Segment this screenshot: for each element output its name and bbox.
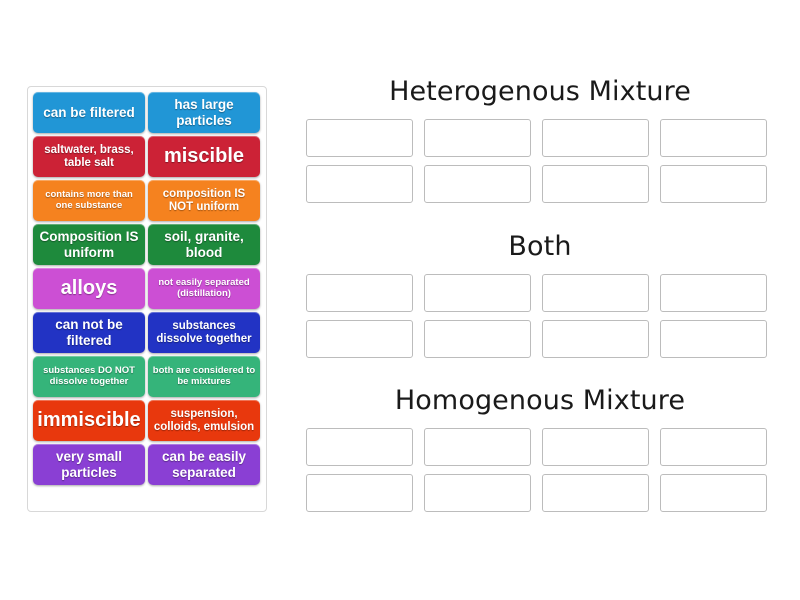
drop-slot[interactable] <box>306 165 413 203</box>
drop-slot[interactable] <box>660 320 767 358</box>
tile[interactable]: miscible <box>148 136 260 177</box>
drop-slot[interactable] <box>306 119 413 157</box>
drop-slot[interactable] <box>542 165 649 203</box>
drop-slot[interactable] <box>306 428 413 466</box>
tile-label: immiscible <box>37 409 141 432</box>
tile[interactable]: saltwater, brass, table salt <box>33 136 145 177</box>
tile-label: saltwater, brass, table salt <box>44 143 134 169</box>
drop-slot[interactable] <box>424 165 531 203</box>
drop-slot[interactable] <box>424 320 531 358</box>
group-homogenous-mixture: Homogenous Mixture <box>300 385 780 512</box>
tile[interactable]: soil, granite, blood <box>148 224 260 265</box>
tile[interactable]: Composition IS uniform <box>33 224 145 265</box>
drop-slot[interactable] <box>542 428 649 466</box>
drop-slot[interactable] <box>660 165 767 203</box>
drop-slot[interactable] <box>306 320 413 358</box>
tile[interactable]: not easily separated (distillation) <box>148 268 260 309</box>
drop-slot[interactable] <box>424 428 531 466</box>
drop-slot[interactable] <box>660 474 767 512</box>
tile-bank[interactable]: can be filtered has large particles saltwa… <box>27 86 267 512</box>
tile-label: alloys <box>60 277 118 300</box>
group-title-both: Both <box>508 231 572 262</box>
tile-label: suspension, colloids, emulsion <box>153 407 255 433</box>
tile-label: can not be filtered <box>55 317 123 348</box>
tile-label: miscible <box>163 145 245 168</box>
tile[interactable]: can be filtered <box>33 92 145 133</box>
tile[interactable]: very small particles <box>33 444 145 485</box>
tile[interactable]: alloys <box>33 268 145 309</box>
tile-label: contains more than one substance <box>45 188 133 211</box>
drop-slot[interactable] <box>660 119 767 157</box>
group-heterogenous-mixture: Heterogenous Mixture <box>300 76 780 203</box>
tile-label: both are considered to be mixtures <box>152 364 256 387</box>
tile-label: Composition IS uniform <box>39 229 139 260</box>
tile-label: can be filtered <box>43 104 135 120</box>
tile[interactable]: both are considered to be mixtures <box>148 356 260 397</box>
tile-label: not easily separated (distillation) <box>158 276 250 299</box>
drop-slot[interactable] <box>660 428 767 466</box>
drop-slot[interactable] <box>542 274 649 312</box>
drop-slot[interactable] <box>542 474 649 512</box>
group-both: Both <box>300 231 780 358</box>
drop-slot[interactable] <box>424 119 531 157</box>
tile-label: substances dissolve together <box>156 319 252 345</box>
drop-slot[interactable] <box>542 320 649 358</box>
tile-label: substances DO NOT dissolve together <box>43 364 135 387</box>
drop-slot[interactable] <box>306 474 413 512</box>
drop-slot[interactable] <box>424 274 531 312</box>
tile-label: very small particles <box>55 449 123 480</box>
tile[interactable]: contains more than one substance <box>33 180 145 221</box>
drop-slots-both[interactable] <box>300 274 780 358</box>
tile[interactable]: has large particles <box>148 92 260 133</box>
tile[interactable]: can not be filtered <box>33 312 145 353</box>
tile-label: has large particles <box>174 97 234 128</box>
drop-slots-homogenous[interactable] <box>300 428 780 512</box>
tile[interactable]: substances DO NOT dissolve together <box>33 356 145 397</box>
tile-label: composition IS NOT uniform <box>162 187 246 213</box>
group-title-homogenous: Homogenous Mixture <box>394 385 686 416</box>
tile[interactable]: suspension, colloids, emulsion <box>148 400 260 441</box>
drop-slots-heterogenous[interactable] <box>300 119 780 203</box>
tile-label: can be easily separated <box>161 449 247 480</box>
drop-slot[interactable] <box>306 274 413 312</box>
tile[interactable]: composition IS NOT uniform <box>148 180 260 221</box>
tile[interactable]: substances dissolve together <box>148 312 260 353</box>
drop-slot[interactable] <box>424 474 531 512</box>
tile-label: soil, granite, blood <box>164 229 244 260</box>
drop-slot[interactable] <box>542 119 649 157</box>
tile[interactable]: can be easily separated <box>148 444 260 485</box>
tile[interactable]: immiscible <box>33 400 145 441</box>
group-title-heterogenous: Heterogenous Mixture <box>389 76 691 107</box>
drop-slot[interactable] <box>660 274 767 312</box>
